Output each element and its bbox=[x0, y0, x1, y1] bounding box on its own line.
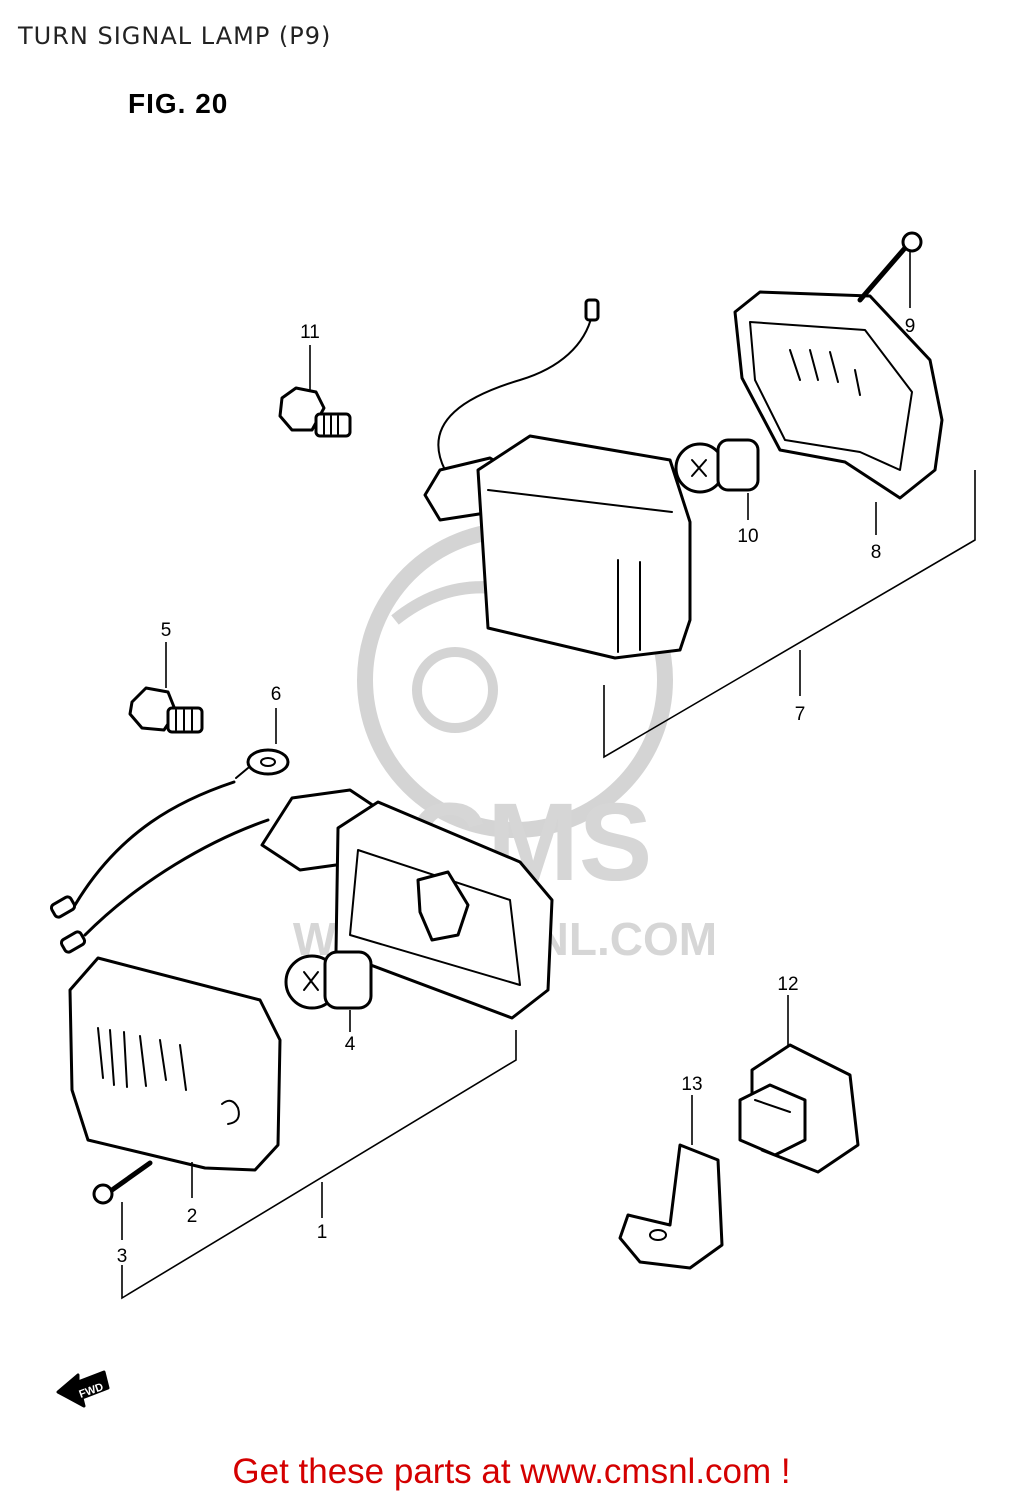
callout-8: 8 bbox=[871, 542, 882, 563]
callout-12: 12 bbox=[777, 974, 798, 995]
part-8-lens-housing bbox=[733, 290, 944, 500]
callout-3: 3 bbox=[117, 1246, 128, 1267]
callout-11: 11 bbox=[300, 322, 320, 343]
part-9-screw bbox=[857, 231, 923, 303]
callout-13: 13 bbox=[681, 1074, 702, 1095]
forward-arrow-icon: FWD bbox=[56, 1370, 110, 1408]
part-12-relay bbox=[738, 1043, 860, 1174]
part-1-housing bbox=[260, 788, 554, 1020]
bracket-1 bbox=[121, 1030, 517, 1300]
callout-6: 6 bbox=[271, 684, 282, 705]
callout-2: 2 bbox=[187, 1206, 198, 1227]
callout-7: 7 bbox=[795, 704, 806, 725]
part-2-lens bbox=[68, 956, 282, 1172]
callout-5: 5 bbox=[161, 620, 172, 641]
figure-label: FIG. 20 bbox=[128, 88, 229, 119]
part-11-bolt bbox=[278, 386, 352, 438]
part-4-bulb bbox=[284, 950, 373, 1010]
page-title: TURN SIGNAL LAMP (P9) bbox=[18, 22, 332, 50]
part-13-bracket bbox=[618, 1143, 724, 1270]
part-3-screw bbox=[92, 1160, 153, 1205]
callout-10: 10 bbox=[737, 526, 758, 547]
callout-9: 9 bbox=[905, 316, 916, 337]
part-10-bulb bbox=[674, 438, 760, 494]
bracket-7 bbox=[603, 470, 976, 759]
part-7-rear-lamp bbox=[423, 298, 692, 660]
callout-1: 1 bbox=[317, 1222, 328, 1243]
callout-4: 4 bbox=[345, 1034, 356, 1055]
footer-link[interactable]: Get these parts at www.cmsnl.com ! bbox=[232, 1452, 791, 1491]
part-6-ring-terminal bbox=[49, 748, 290, 954]
part-5-bolt bbox=[128, 686, 204, 734]
